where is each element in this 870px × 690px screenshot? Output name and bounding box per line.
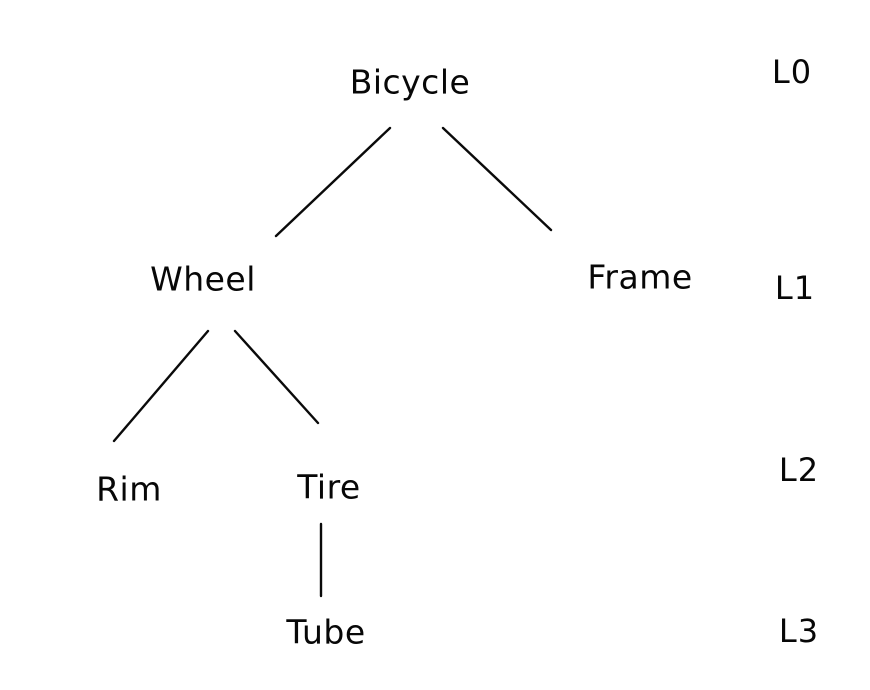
level-label-l0: L0 — [771, 53, 813, 91]
tree-node-frame[interactable]: Frame — [587, 257, 693, 297]
tree-edge-wheel-tire — [233, 329, 320, 425]
tree-node-wheel[interactable]: Wheel — [150, 259, 256, 299]
tree-edge-wheel-rim — [112, 329, 210, 443]
level-label-l3: L3 — [778, 612, 820, 650]
edges-group — [112, 126, 553, 598]
tree-edge-bicycle-wheel — [274, 126, 392, 238]
tree-node-tube[interactable]: Tube — [286, 612, 366, 652]
level-label-l1: L1 — [774, 269, 816, 307]
tree-node-rim[interactable]: Rim — [96, 469, 162, 509]
tree-node-tire[interactable]: Tire — [297, 467, 361, 507]
level-label-l2: L2 — [778, 451, 820, 489]
tree-edge-bicycle-frame — [441, 126, 553, 232]
tree-node-bicycle[interactable]: Bicycle — [349, 62, 471, 102]
